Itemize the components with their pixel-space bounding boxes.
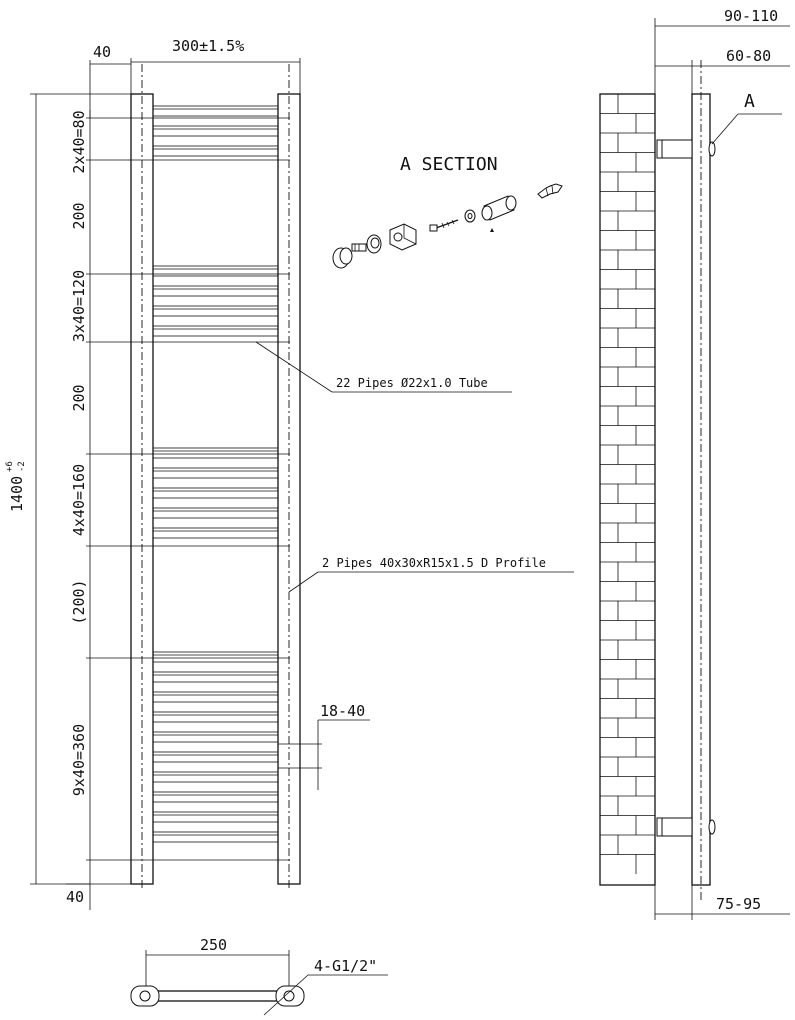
horizontal-tube	[152, 145, 279, 157]
section-title: A SECTION	[400, 154, 498, 175]
callouts: 22 Pipes Ø22x1.0 Tube 2 Pipes 40x30xR15x…	[255, 341, 574, 593]
dim-gap: 18-40	[320, 702, 365, 720]
ring-part	[366, 234, 382, 254]
horizontal-tube	[152, 527, 279, 539]
horizontal-tubes	[152, 105, 279, 843]
bracket-part	[389, 223, 417, 251]
dim-top-overlap: 40	[93, 43, 111, 61]
horizontal-tube	[152, 831, 279, 843]
dim-bottom: 75-95	[716, 895, 761, 913]
horizontal-tube	[152, 731, 279, 743]
horizontal-tube	[152, 467, 279, 479]
top-bracket	[656, 139, 716, 159]
dim-spacing-6: (200)	[70, 579, 88, 624]
chain-dimension-ticks	[86, 117, 290, 861]
front-view: 300±1.5% 40 1400 +6 -2 2x40=80 200 3x40=…	[5, 37, 370, 910]
bottom-bracket	[656, 817, 716, 837]
dim-spacing-4: 200	[70, 384, 88, 411]
horizontal-tube	[152, 771, 279, 783]
sleeve-part	[481, 195, 517, 232]
dim-bottom-overlap: 40	[66, 888, 84, 906]
horizontal-tube	[152, 447, 279, 459]
dim-height-sup: +6	[5, 461, 15, 472]
dim-inner: 60-80	[726, 47, 771, 65]
horizontal-tube	[152, 507, 279, 519]
label-a: A	[744, 91, 755, 112]
horizontal-tube	[152, 285, 279, 297]
cap-part	[332, 247, 353, 269]
dim-spacing-1: 2x40=80	[70, 110, 88, 173]
horizontal-tube	[152, 751, 279, 763]
horizontal-tube	[152, 325, 279, 337]
dim-centers: 250	[200, 936, 227, 954]
brick-wall	[599, 93, 656, 886]
horizontal-tube	[152, 791, 279, 803]
horizontal-tube	[152, 711, 279, 723]
dim-outer: 90-110	[724, 7, 778, 25]
dim-height: 1400	[8, 476, 26, 512]
horizontal-tube	[152, 651, 279, 663]
horizontal-tube	[152, 671, 279, 683]
dim-spacing-2: 200	[70, 202, 88, 229]
horizontal-tube	[152, 487, 279, 499]
dim-connections: 4-G1/2"	[314, 957, 377, 975]
dim-spacing-7: 9x40=360	[70, 724, 88, 796]
dim-width: 300±1.5%	[172, 37, 244, 55]
horizontal-tube	[152, 125, 279, 137]
small-screw-part	[351, 243, 367, 252]
side-view: A 90-110 60-80 75-95	[599, 7, 790, 920]
a-section: A SECTION	[332, 154, 563, 269]
dim-height-sub: -2	[17, 461, 27, 472]
washer-part	[464, 209, 476, 223]
brick-pattern	[600, 93, 655, 874]
plan-view: 250 4-G1/2"	[130, 936, 388, 1016]
dim-spacing-3: 3x40=120	[70, 270, 88, 342]
horizontal-tube	[152, 691, 279, 703]
dim-spacing-5: 4x40=160	[70, 464, 88, 536]
horizontal-tube	[152, 305, 279, 317]
horizontal-tube	[152, 105, 279, 117]
pipes-callout: 22 Pipes Ø22x1.0 Tube	[336, 376, 488, 390]
wall-plug-part	[537, 183, 563, 199]
long-screw-part	[429, 219, 459, 232]
profile-callout: 2 Pipes 40x30xR15x1.5 D Profile	[322, 556, 546, 570]
horizontal-tube	[152, 811, 279, 823]
horizontal-tube	[152, 265, 279, 277]
